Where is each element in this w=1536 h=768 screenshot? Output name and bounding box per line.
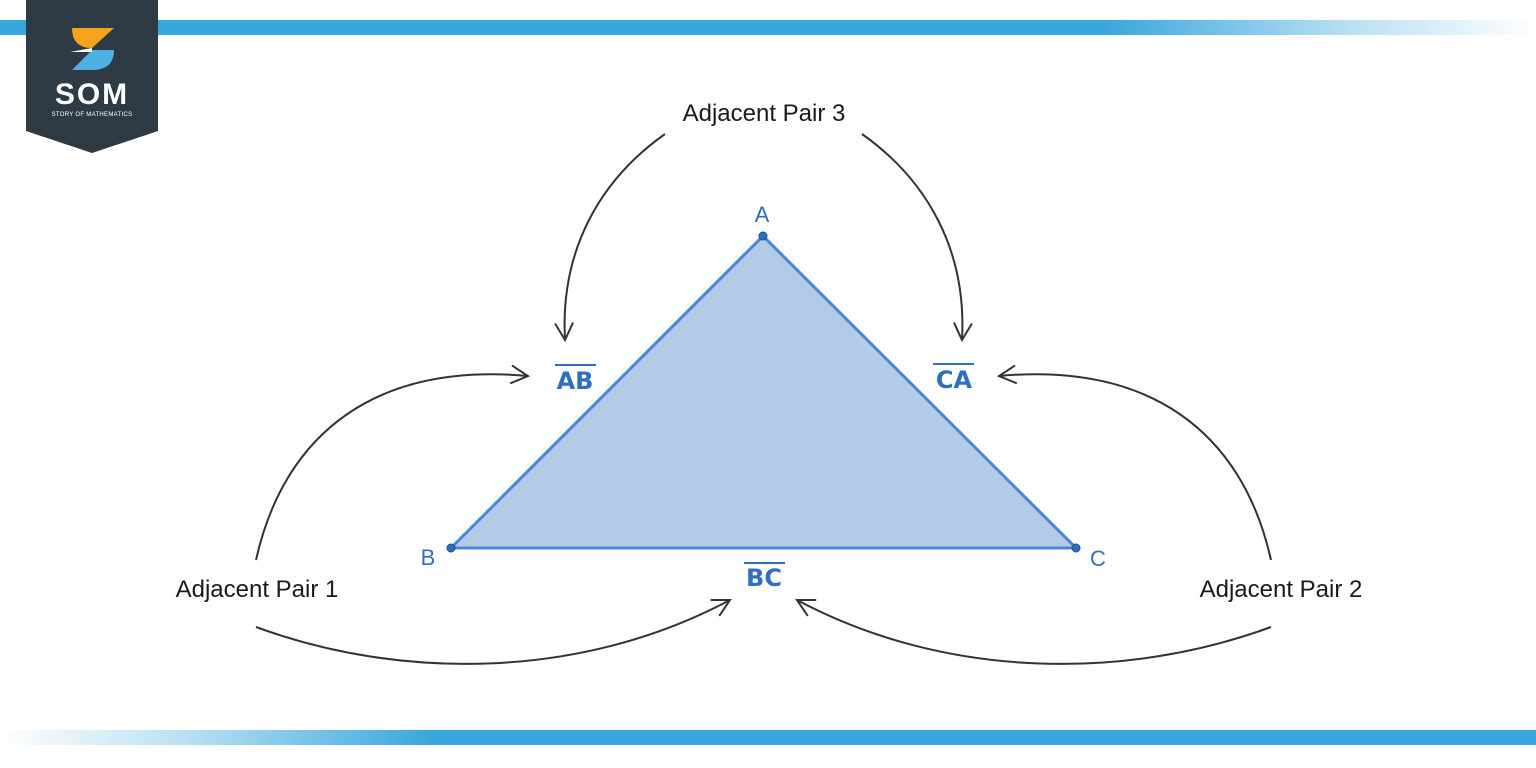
logo-badge-shape [26,0,158,153]
pair2-arrow-to-ca [999,374,1272,561]
vertex-point-b [446,543,456,553]
adjacent-pair-2-label: Adjacent Pair 2 [1200,576,1363,603]
vertex-label-c: C [1090,546,1106,571]
triangle-abc [447,233,1080,550]
logo-mark-icon [70,28,114,70]
pair3-arrow-to-ca [861,133,962,340]
logo-title: SOM [54,78,130,111]
pair3-arrow-to-ab [565,133,666,340]
segment-label-ab: AB [557,367,594,395]
adjacent-pair-3-label: Adjacent Pair 3 [683,100,846,127]
pair2-arrow-to-bc [797,600,1272,665]
adjacent-pair-1-label: Adjacent Pair 1 [176,576,339,603]
pair1-arrow-to-ab [255,374,528,561]
vertex-label-a: A [755,202,770,227]
logo-badge [26,0,158,153]
bottom-band [0,730,1536,745]
som-logo: SOM STORY OF MATHEMATICS [26,0,158,153]
segment-label-ca: CA [936,366,973,394]
top-band [0,20,1536,35]
vertex-label-b: B [421,545,436,570]
pair1-arrow-to-bc [255,600,730,665]
segment-label-bc: BC [746,564,782,592]
logo-subtitle: STORY OF MATHEMATICS [51,112,133,118]
vertex-point-a [758,231,768,241]
vertex-point-c [1071,543,1081,553]
